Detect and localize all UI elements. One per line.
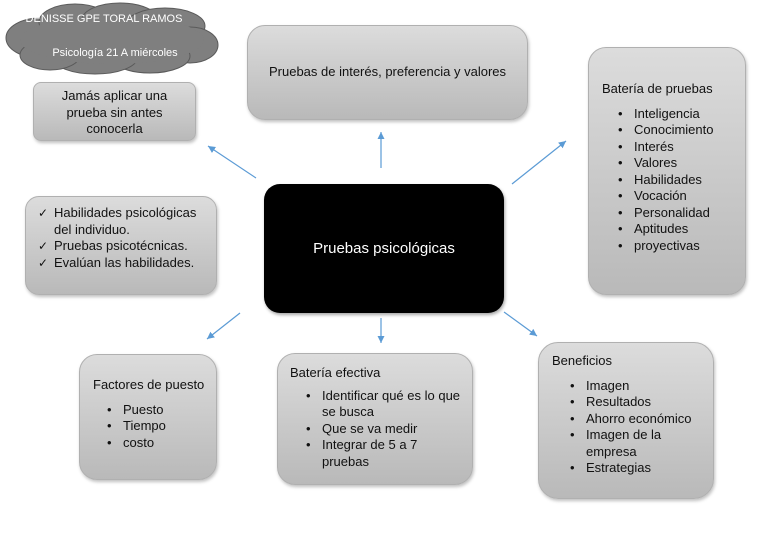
arrow-up-right [511, 140, 567, 185]
test-battery-list: Inteligencia Conocimiento Interés Valore… [602, 106, 733, 255]
list-item: Identificar qué es lo que se busca [306, 388, 462, 421]
author-name: DENISSE GPE TORAL RAMOS [25, 13, 183, 25]
interest-tests-box: Pruebas de interés, preferencia y valore… [247, 25, 528, 120]
course-label: Psicología 21 A miércoles [52, 47, 178, 59]
check-item: Habilidades psicológicas del individuo. [38, 205, 208, 238]
arrow-up-left [207, 145, 257, 179]
effective-battery-list: Identificar qué es lo que se busca Que s… [290, 388, 462, 471]
skills-checklist: Habilidades psicológicas del individuo. … [38, 205, 208, 271]
caution-box: Jamás aplicar una prueba sin antes conoc… [33, 82, 196, 141]
benefits-title: Beneficios [552, 353, 612, 368]
list-item: Tiempo [107, 418, 206, 435]
list-item: Personalidad [618, 205, 733, 222]
test-battery-title: Batería de pruebas [602, 81, 713, 96]
job-factors-list: Puesto Tiempo costo [93, 402, 206, 452]
list-item: Que se va medir [306, 421, 462, 438]
list-item: Integrar de 5 a 7 pruebas [306, 437, 462, 470]
effective-battery-title: Batería efectiva [290, 365, 381, 380]
list-item: Habilidades [618, 172, 733, 189]
list-item: costo [107, 435, 206, 452]
check-item: Evalúan las habilidades. [38, 255, 208, 272]
list-item: Estrategias [570, 460, 703, 477]
benefits-list: Imagen Resultados Ahorro económico Image… [552, 378, 703, 477]
list-item: proyectivas [618, 238, 733, 255]
list-item: Valores [618, 155, 733, 172]
job-factors-title: Factores de puesto [93, 377, 205, 392]
list-item: Conocimiento [618, 122, 733, 139]
caution-label: Jamás aplicar una prueba sin antes conoc… [61, 88, 168, 136]
effective-battery-box: Batería efectiva Identificar qué es lo q… [277, 353, 473, 485]
list-item: Imagen de la empresa [570, 427, 703, 460]
list-item: Inteligencia [618, 106, 733, 123]
benefits-box: Beneficios Imagen Resultados Ahorro econ… [538, 342, 714, 499]
test-battery-box: Batería de pruebas Inteligencia Conocimi… [588, 47, 746, 295]
cloud-shape [5, 2, 219, 75]
job-factors-box: Factores de puesto Puesto Tiempo costo [79, 354, 217, 480]
list-item: Puesto [107, 402, 206, 419]
list-item: Ahorro económico [570, 411, 703, 428]
check-item: Pruebas psicotécnicas. [38, 238, 208, 255]
list-item: Vocación [618, 188, 733, 205]
list-item: Imagen [570, 378, 703, 395]
list-item: Interés [618, 139, 733, 156]
list-item: Aptitudes [618, 221, 733, 238]
skills-checklist-box: Habilidades psicológicas del individuo. … [25, 196, 217, 295]
interest-tests-label: Pruebas de interés, preferencia y valore… [268, 64, 506, 80]
list-item: Resultados [570, 394, 703, 411]
arrow-down-right [503, 311, 538, 337]
central-topic: Pruebas psicológicas [264, 184, 504, 313]
arrow-down-left [206, 312, 241, 340]
central-topic-label: Pruebas psicológicas [313, 240, 455, 257]
